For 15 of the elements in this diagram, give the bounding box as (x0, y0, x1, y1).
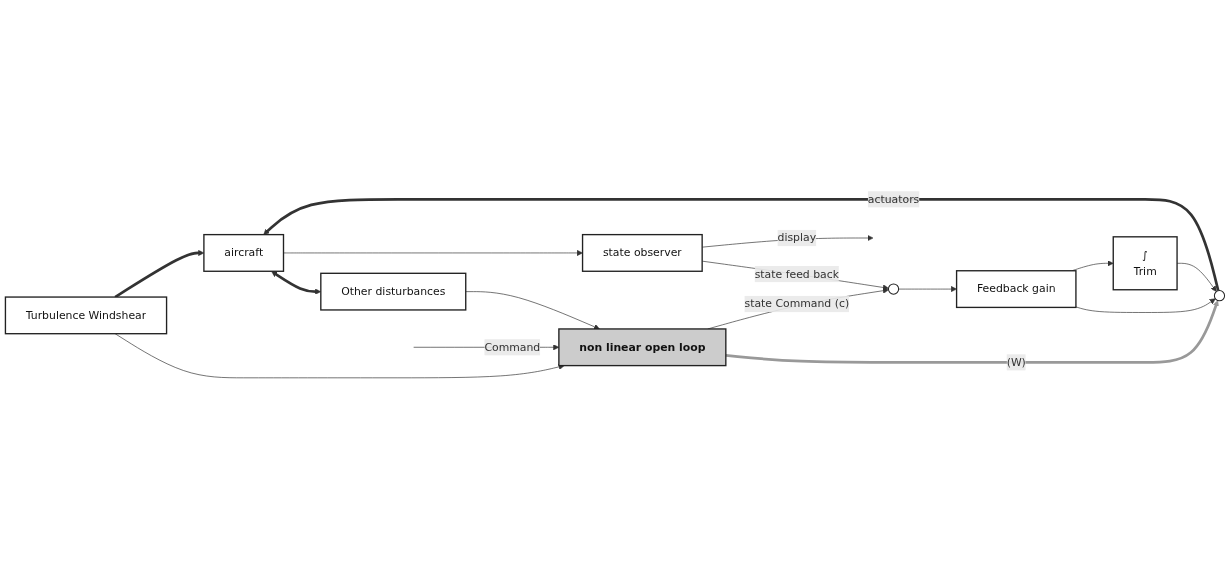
node-box: Feedback gain (955, 270, 1077, 309)
edge-label: actuators (867, 192, 920, 206)
edge-label: display (777, 231, 817, 245)
node-circle (887, 283, 900, 295)
edge-label: Command (484, 340, 541, 354)
node-box: Turbulence Windshear (4, 296, 168, 335)
edge-label: state feed back (754, 267, 839, 281)
node-box: ∫ Trim (1112, 236, 1178, 291)
edge-label: (W) (1006, 355, 1026, 369)
node-box: Other disturbances (320, 272, 467, 311)
node-box: non linear open loop (558, 328, 727, 367)
node-box: state observer (581, 233, 703, 272)
node-box: aircraft (203, 233, 285, 272)
node-circle (1213, 290, 1226, 302)
edge-label: state Command (c) (744, 297, 850, 311)
